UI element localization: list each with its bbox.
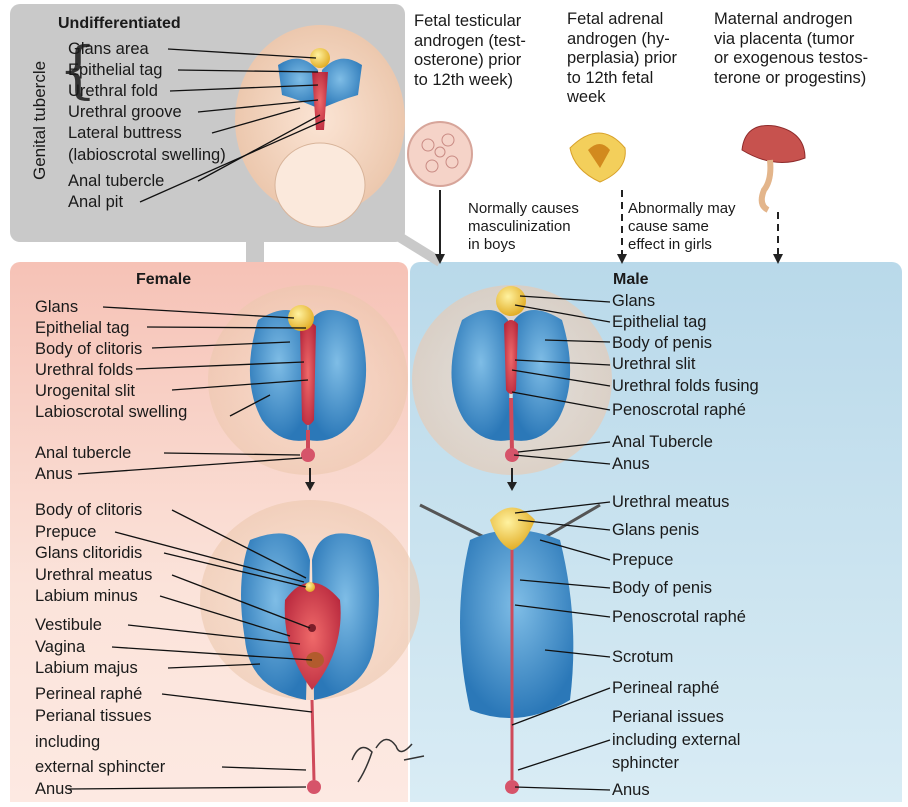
female-label-labioscrotal-swelling: Labioscrotal swelling <box>35 403 187 422</box>
male-label-glans: Glans <box>612 292 655 311</box>
artist-signature <box>352 739 424 782</box>
female-label-perineal-raphe: Perineal raphé <box>35 685 142 704</box>
male-label-perineal-raphe: Perineal raphé <box>612 679 719 698</box>
female-label-vestibule: Vestibule <box>35 616 102 635</box>
male-label-glans-penis: Glans penis <box>612 521 699 540</box>
male-label-anal-tubercle: Anal Tubercle <box>612 433 713 452</box>
male-label-body-of-penis: Body of penis <box>612 579 712 598</box>
female-label-urogenital-slit: Urogenital slit <box>35 382 135 401</box>
note-masculinization-boys: Normally causes masculinization in boys <box>468 200 579 254</box>
undifferentiated-title: Undifferentiated <box>58 14 181 33</box>
male-label-sphincter: sphincter <box>612 754 679 773</box>
female-label-body-of-clitoris-2: Body of clitoris <box>35 501 142 520</box>
label-epithelial-tag: Epithelial tag <box>68 61 162 80</box>
placenta-illustration <box>742 126 805 211</box>
caption-fetal-testicular: Fetal testicular androgen (test- osteron… <box>414 12 526 90</box>
male-lower-illustration <box>420 505 600 794</box>
male-label-prepuce: Prepuce <box>612 551 673 570</box>
label-anal-pit: Anal pit <box>68 193 123 212</box>
label-anal-tubercle: Anal tubercle <box>68 172 164 191</box>
female-label-glans-clitoridis: Glans clitoridis <box>35 544 142 563</box>
male-title: Male <box>613 270 649 289</box>
note-effect-girls: Abnormally may cause same effect in girl… <box>628 200 736 254</box>
male-label-urethral-folds-fusing: Urethral folds fusing <box>612 377 759 396</box>
male-label-anus: Anus <box>612 455 650 474</box>
male-label-perianal-issues: Perianal issues <box>612 708 724 727</box>
female-label-including: including <box>35 733 100 752</box>
female-label-anus: Anus <box>35 465 73 484</box>
label-lateral-buttress: Lateral buttress <box>68 124 182 143</box>
testis-illustration <box>408 122 472 186</box>
male-label-penoscrotal-raphe: Penoscrotal raphé <box>612 401 746 420</box>
female-label-glans: Glans <box>35 298 78 317</box>
female-label-epithelial-tag: Epithelial tag <box>35 319 129 338</box>
male-label-epithelial-tag: Epithelial tag <box>612 313 706 332</box>
female-label-urethral-meatus: Urethral meatus <box>35 566 152 585</box>
female-label-prepuce: Prepuce <box>35 523 96 542</box>
adrenal-illustration <box>570 133 625 182</box>
female-label-perianal-tissues: Perianal tissues <box>35 707 151 726</box>
male-label-scrotum: Scrotum <box>612 648 673 667</box>
label-glans-area: Glans area <box>68 40 149 59</box>
female-label-anal-tubercle: Anal tubercle <box>35 444 131 463</box>
genital-tubercle-label: Genital tubercle <box>30 61 50 180</box>
male-label-including-external: including external <box>612 731 740 750</box>
female-label-anus-2: Anus <box>35 780 73 799</box>
female-label-vagina: Vagina <box>35 638 85 657</box>
undifferentiated-illustration <box>235 25 405 227</box>
male-label-body-of-penis: Body of penis <box>612 334 712 353</box>
female-label-external-sphincter: external sphincter <box>35 758 165 777</box>
female-label-urethral-folds: Urethral folds <box>35 361 133 380</box>
label-labioscrotal-swelling: (labioscrotal swelling) <box>68 146 226 165</box>
male-label-anus-2: Anus <box>612 781 650 800</box>
caption-maternal-androgen: Maternal androgen via placenta (tumor or… <box>714 10 868 88</box>
male-label-urethral-slit: Urethral slit <box>612 355 695 374</box>
label-urethral-fold: Urethral fold <box>68 82 158 101</box>
male-label-penoscrotal-raphe-2: Penoscrotal raphé <box>612 608 746 627</box>
female-title: Female <box>136 270 191 289</box>
label-urethral-groove: Urethral groove <box>68 103 182 122</box>
panel-connector <box>380 225 440 262</box>
male-upper-illustration <box>412 285 612 475</box>
female-label-labium-minus: Labium minus <box>35 587 138 606</box>
female-label-labium-majus: Labium majus <box>35 659 138 678</box>
male-label-urethral-meatus: Urethral meatus <box>612 493 729 512</box>
female-lower-illustration <box>200 500 420 794</box>
caption-fetal-adrenal: Fetal adrenal androgen (hy- perplasia) p… <box>567 10 677 108</box>
female-label-body-of-clitoris: Body of clitoris <box>35 340 142 359</box>
